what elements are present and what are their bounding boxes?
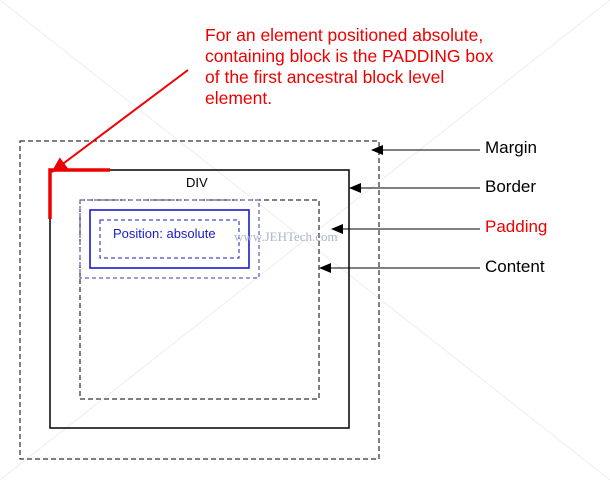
note-line: element. — [205, 88, 273, 108]
note-line: containing block is the PADDING box — [205, 46, 494, 66]
border-label: Border — [485, 177, 537, 196]
positioned-border-box — [89, 209, 250, 269]
explanation-note: For an element positioned absolute, cont… — [205, 25, 565, 109]
positioned-margin-box — [79, 199, 260, 279]
padding-box — [79, 199, 320, 400]
div-label: DIV — [186, 175, 208, 190]
padding-label: Padding — [485, 217, 548, 236]
positioned-content-box — [99, 219, 240, 259]
positioned-element-label: Position: absolute — [113, 226, 216, 241]
note-line: of the first ancestral block level — [205, 67, 445, 87]
note-arrow — [51, 69, 189, 173]
border-box — [49, 169, 350, 429]
note-line: For an element positioned absolute, — [205, 25, 484, 45]
watermark: www.JEHTech.com — [234, 229, 338, 244]
content-label: Content — [485, 257, 545, 276]
margin-box — [19, 140, 380, 460]
highlight-corner — [48, 168, 110, 219]
margin-label: Margin — [485, 138, 537, 157]
